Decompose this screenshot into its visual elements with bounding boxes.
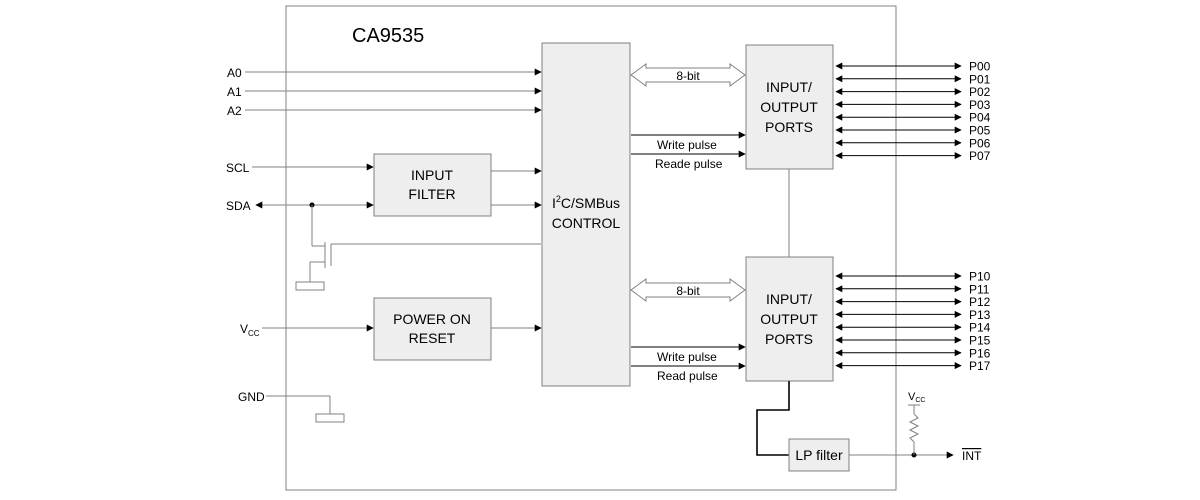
power-on-reset-block — [373, 297, 492, 361]
port-label-p06: P06 — [969, 136, 991, 150]
ground-symbol — [315, 413, 345, 423]
chip-name: CA9535 — [352, 25, 424, 47]
bus-arrow-top — [630, 63, 746, 87]
io-top-line1: INPUT/ — [766, 79, 812, 95]
bus-label-bottom: 8-bit — [676, 284, 700, 298]
input-filter-line1: INPUT — [411, 167, 453, 183]
io-bottom-line2: OUTPUT — [760, 311, 818, 327]
int-vcc-label: VCC — [908, 391, 925, 404]
io-ports-bottom-block — [745, 256, 834, 382]
lp-filter-block — [788, 438, 850, 472]
control-line1: I2C/SMBus — [552, 194, 620, 211]
port-label-p14: P14 — [969, 321, 991, 335]
io-top-line3: PORTS — [765, 119, 813, 135]
port-label-p15: P15 — [969, 334, 991, 348]
port-label-p07: P07 — [969, 149, 991, 163]
read-pulse-top: Reade pulse — [655, 157, 723, 171]
pin-label-a2: A2 — [227, 104, 242, 118]
pin-label-sda: SDA — [226, 199, 251, 213]
interrupt-path — [756, 381, 790, 456]
port-label-p11: P11 — [969, 282, 990, 296]
lp-filter-label: LP filter — [795, 447, 843, 463]
pin-label-a1: A1 — [227, 85, 242, 99]
por-line1: POWER ON — [393, 311, 471, 327]
control-line2: CONTROL — [552, 215, 621, 231]
bus-label-top: 8-bit — [676, 69, 700, 83]
sda-driver-transistor — [295, 205, 541, 291]
input-filter-line2: FILTER — [408, 186, 455, 202]
port-label-p03: P03 — [969, 98, 991, 112]
port-label-p17: P17 — [969, 359, 991, 373]
input-filter-block — [373, 153, 492, 217]
bus-arrow-bottom — [630, 278, 746, 302]
port-label-p16: P16 — [969, 346, 991, 360]
pin-label-a0: A0 — [227, 66, 242, 80]
io-bottom-line3: PORTS — [765, 331, 813, 347]
port-label-p02: P02 — [969, 85, 991, 99]
por-line2: RESET — [409, 330, 456, 346]
pin-label-vcc: VCC — [240, 322, 260, 338]
write-pulse-bottom: Write pulse — [657, 350, 717, 364]
port-label-p05: P05 — [969, 124, 991, 138]
port-label-p04: P04 — [969, 111, 991, 125]
port-label-p00: P00 — [969, 60, 991, 74]
port-label-p12: P12 — [969, 295, 991, 309]
io-bottom-line1: INPUT/ — [766, 291, 812, 307]
read-pulse-bottom: Read pulse — [657, 369, 718, 383]
port-label-p13: P13 — [969, 308, 991, 322]
i2c-smbus-control-block — [541, 42, 631, 387]
pullup-resistor — [908, 413, 920, 443]
pin-label-scl: SCL — [226, 161, 250, 175]
int-label: INT — [962, 449, 982, 463]
write-pulse-top: Write pulse — [657, 138, 717, 152]
port-label-p01: P01 — [969, 72, 991, 86]
port-label-p10: P10 — [969, 270, 991, 284]
pin-label-gnd: GND — [238, 390, 265, 404]
io-top-line2: OUTPUT — [760, 99, 818, 115]
